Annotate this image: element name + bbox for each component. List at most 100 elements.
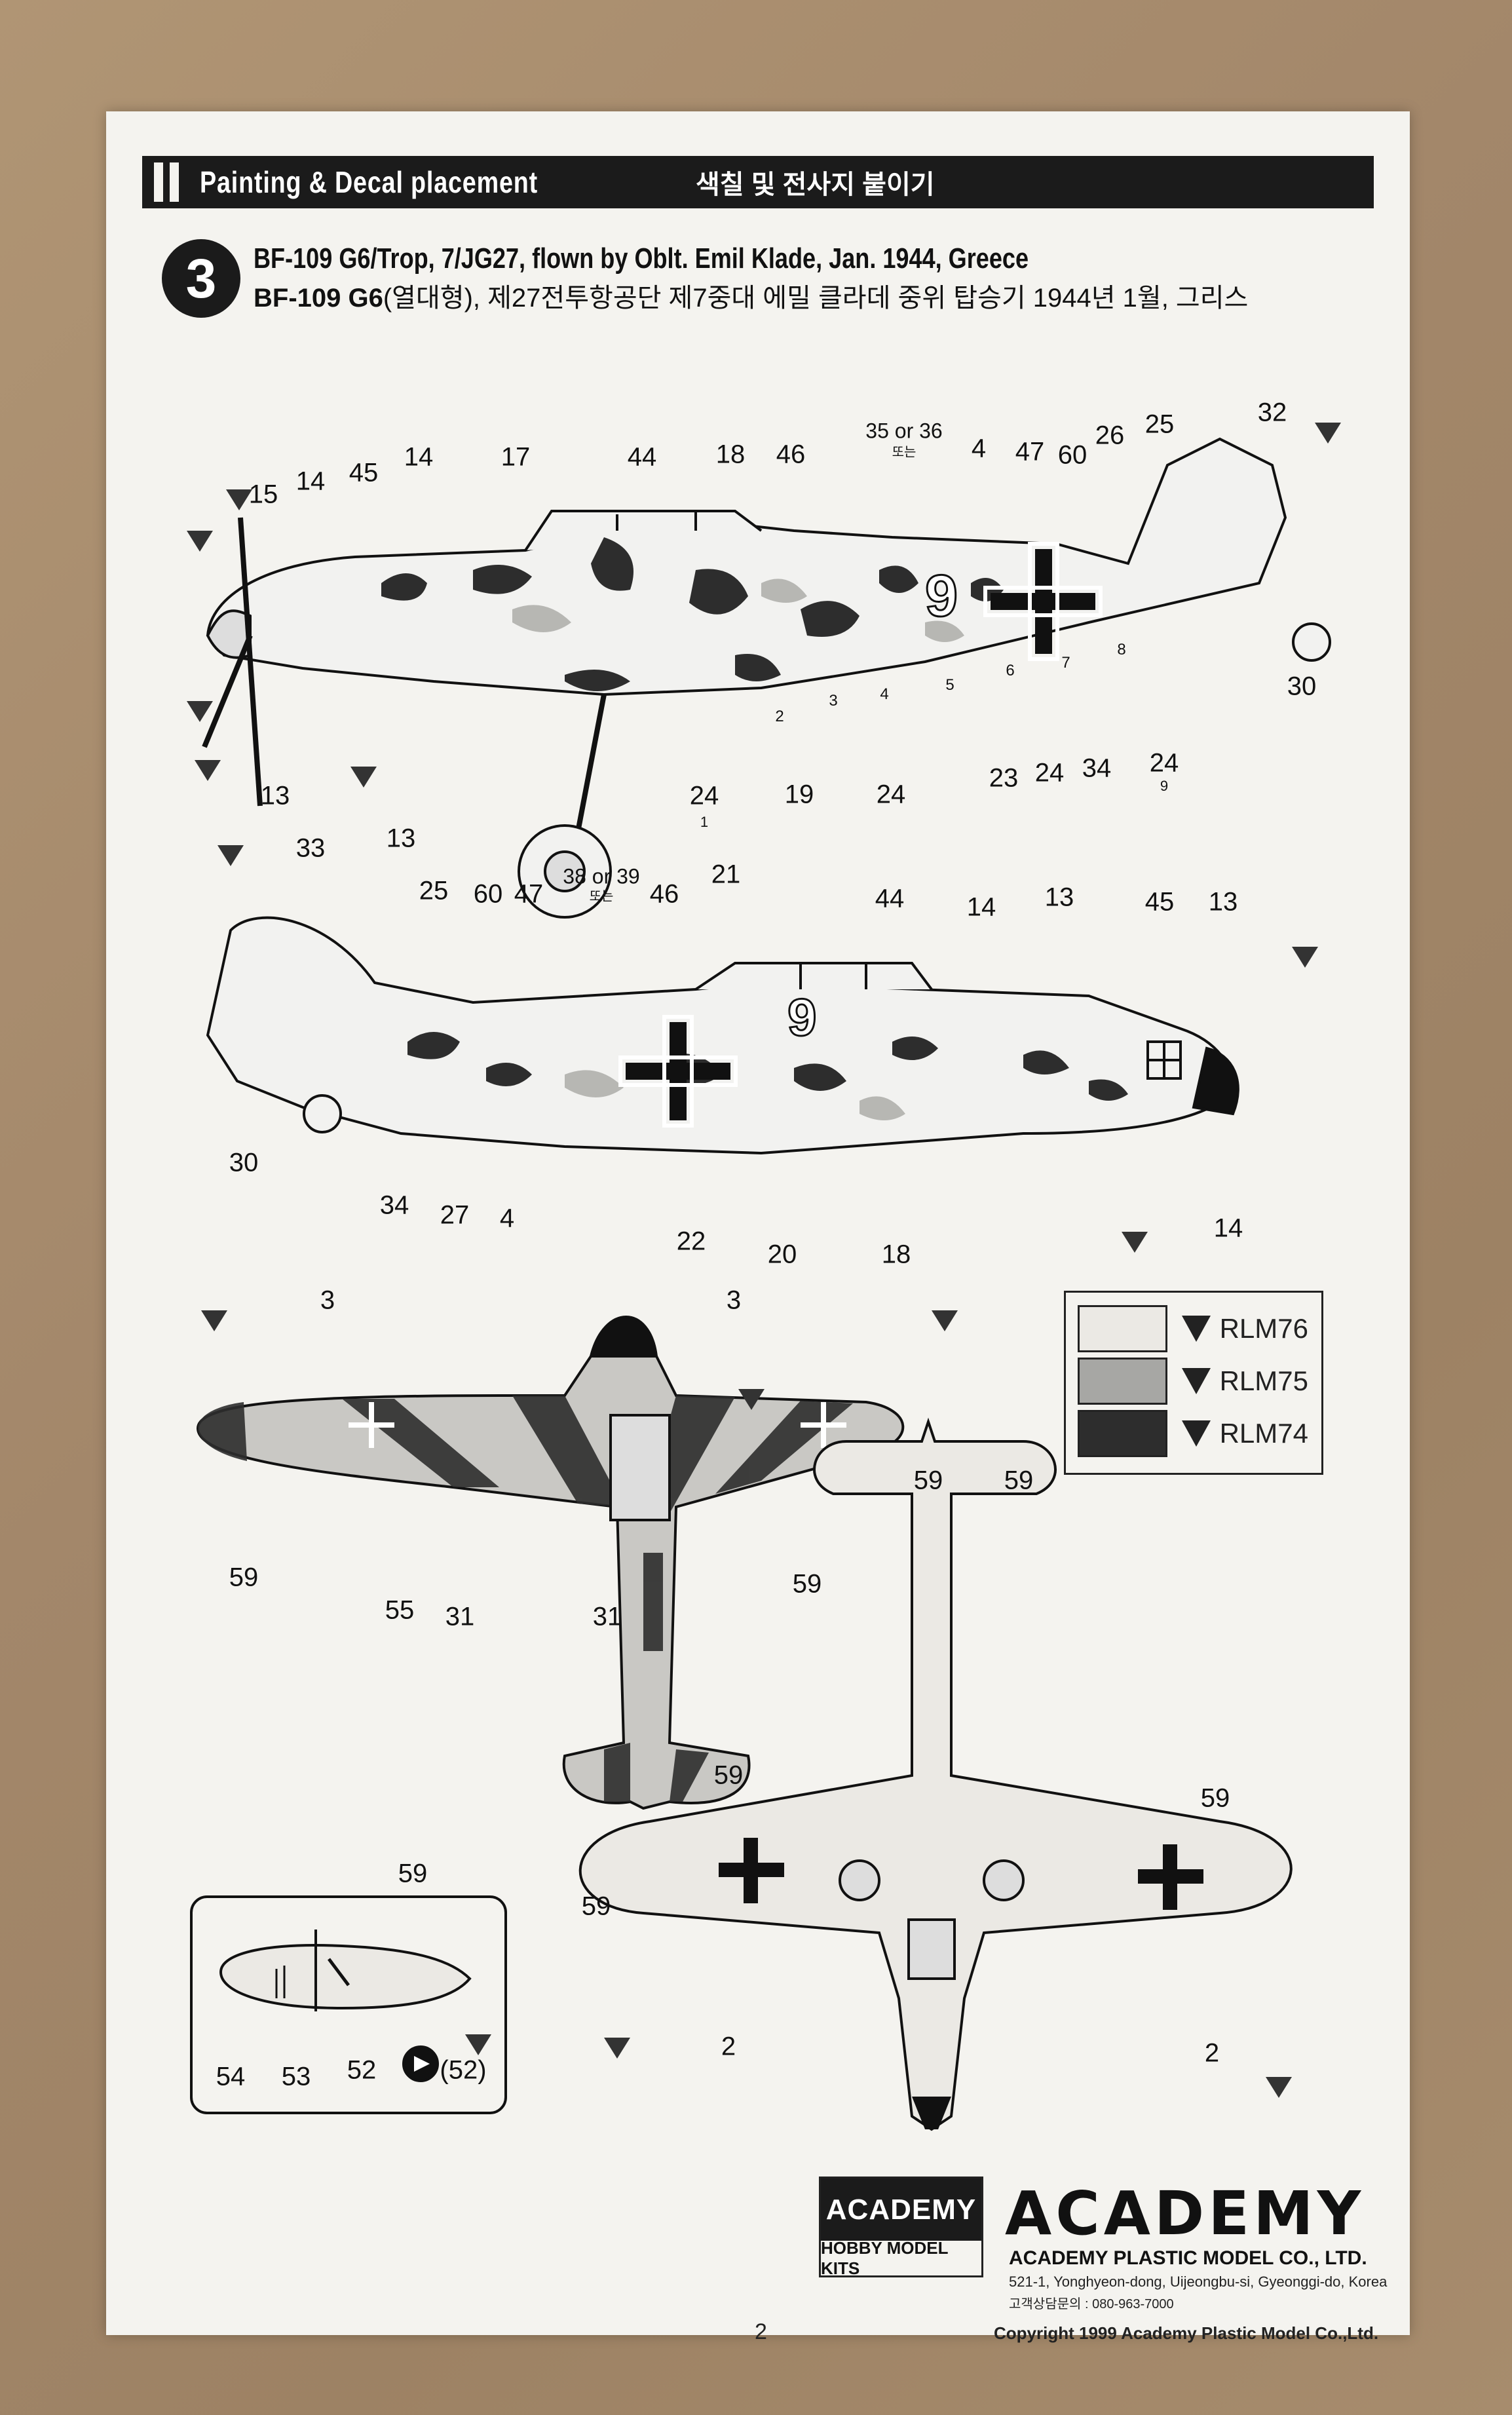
callout-label: 34 [1082,753,1112,783]
callout-label: 33 [295,833,326,863]
callout-triangle-icon [1181,1316,1211,1342]
callout-label: 34 [379,1190,409,1220]
banner-bars-icon [142,156,188,208]
copyright: Copyright 1999 Academy Plastic Model Co.… [994,2323,1379,2343]
callout-label: 59 [913,1466,943,1495]
callout-label: 9 [1160,778,1169,794]
callout-label: 54 [216,2062,246,2091]
step-title-ko-model: BF-109 G6 [254,284,383,313]
academy-badge: ACADEMY HOBBY MODEL KITS [819,2177,983,2278]
callout-label: 7 [1061,654,1070,672]
callout-label: (52) [440,2055,487,2085]
callout-label: 3 [829,692,838,710]
callout-label: 45 [349,458,379,487]
callout-label: 25 [419,876,449,905]
banner-title-en: Painting & Decal placement [200,165,539,199]
callout-label: 또는 [892,445,917,460]
callout-label: 13 [260,781,290,810]
callout-label: 59 [229,1563,259,1592]
callout-label: 46 [649,879,679,909]
callout-label: 4 [499,1204,515,1233]
academy-logo: ACADEMY [1005,2178,1365,2249]
callout-label: 14 [966,892,996,922]
left-side-view: 9 [187,423,1341,919]
callout-label: 24 [689,781,719,810]
callout-label: 18 [715,440,746,469]
step-title-ko-text: (열대형), 제27전투항공단 제7중대 에밀 클라데 중위 탑승기 1944년… [383,284,1249,313]
callout-label: 19 [784,780,814,809]
callout-label: 45 [1144,887,1175,917]
callout-label: 53 [281,2062,311,2091]
top-view [196,1310,958,1810]
callout-label: 27 [440,1200,470,1230]
callout-label: 4 [880,685,889,703]
callout-label: 13 [1044,883,1074,912]
callout-label: 13 [386,824,416,853]
callout-triangle-icon [1181,1368,1211,1394]
callout-label: 47 [1015,437,1045,466]
aircraft-drawings: 9 [187,423,1341,2131]
legend-swatch [1078,1305,1167,1352]
callout-label: 44 [875,884,905,913]
callout-label: 59 [398,1859,428,1888]
legend-swatch [1078,1358,1167,1405]
callout-label: 47 [514,879,544,909]
callout-label: 14 [295,466,326,496]
callout-label: 5 [945,676,954,694]
callout-label: 55 [385,1595,415,1625]
callout-label: 21 [711,860,741,889]
academy-badge-bottom: HOBBY MODEL KITS [821,2237,949,2278]
callout-label: 24 [876,780,906,809]
step-number-badge: 3 [162,239,240,318]
callout-label: 17 [501,442,531,472]
section-banner: Painting & Decal placement 색칠 및 전사지 붙이기 [142,156,1374,208]
callout-label: 22 [676,1227,706,1256]
callout-label: 60 [1057,440,1087,470]
color-legend: RLM76 RLM75 RLM74 [1064,1291,1323,1475]
callout-label: 24 [1149,748,1179,778]
page-number: 2 [755,2319,767,2344]
callout-label: 13 [1208,887,1238,917]
prop-detail-box [190,1895,507,2114]
callout-label: 44 [627,442,657,472]
legend-label: RLM75 [1219,1365,1308,1396]
callout-label: 또는 [589,889,614,904]
instruction-sheet: Painting & Decal placement 색칠 및 전사지 붙이기 … [106,111,1410,2344]
step-title-en: BF-109 G6/Trop, 7/JG27, flown by Oblt. E… [254,242,1029,275]
callout-label: 31 [445,1602,475,1631]
callout-label: 14 [404,442,434,472]
step-title-ko: BF-109 G6(열대형), 제27전투항공단 제7중대 에밀 클라데 중위 … [254,276,1248,314]
callout-label: 46 [776,440,806,469]
callout-label: 31 [592,1602,622,1631]
callout-label: 26 [1095,421,1125,450]
callout-label: 2 [775,708,784,725]
callout-triangle-icon [1181,1420,1211,1447]
callout-label: 24 [1034,758,1065,788]
callout-label: 30 [1287,672,1317,701]
callout-label: 25 [1144,409,1175,439]
camo-blotches-left [381,537,1004,691]
callout-label: 32 [1257,398,1287,427]
legend-label: RLM74 [1219,1418,1308,1449]
callout-label: 38 or 39 [563,864,640,888]
callout-label: 18 [881,1240,911,1269]
callout-label: 52 [347,2055,377,2085]
company-address: 521-1, Yonghyeon-dong, Uijeongbu-si, Gye… [1009,2273,1388,2290]
customer-service-line: 고객상담문의 : 080-963-7000 [1009,2297,1174,2311]
banner-title-ko: 색칠 및 전사지 붙이기 [696,170,935,199]
aircraft-number-right: 9 [787,988,817,1046]
legend-swatch [1078,1410,1167,1457]
company-name: ACADEMY PLASTIC MODEL CO., LTD. [1009,2247,1367,2269]
legend-row-rlm76: RLM76 [1078,1305,1308,1352]
callout-label: 2 [721,2032,736,2061]
academy-badge-top: ACADEMY [821,2178,981,2241]
legend-label: RLM76 [1219,1313,1308,1344]
bottom-view [578,1417,1293,2131]
right-side-view: 9 [206,845,1318,1253]
callout-label: 6 [1006,662,1015,679]
callout-label: 60 [473,879,503,909]
callout-label: 59 [713,1760,744,1790]
callout-label: 15 [248,480,278,509]
callout-label: 2 [1204,2038,1220,2068]
callout-label: 30 [229,1148,259,1177]
